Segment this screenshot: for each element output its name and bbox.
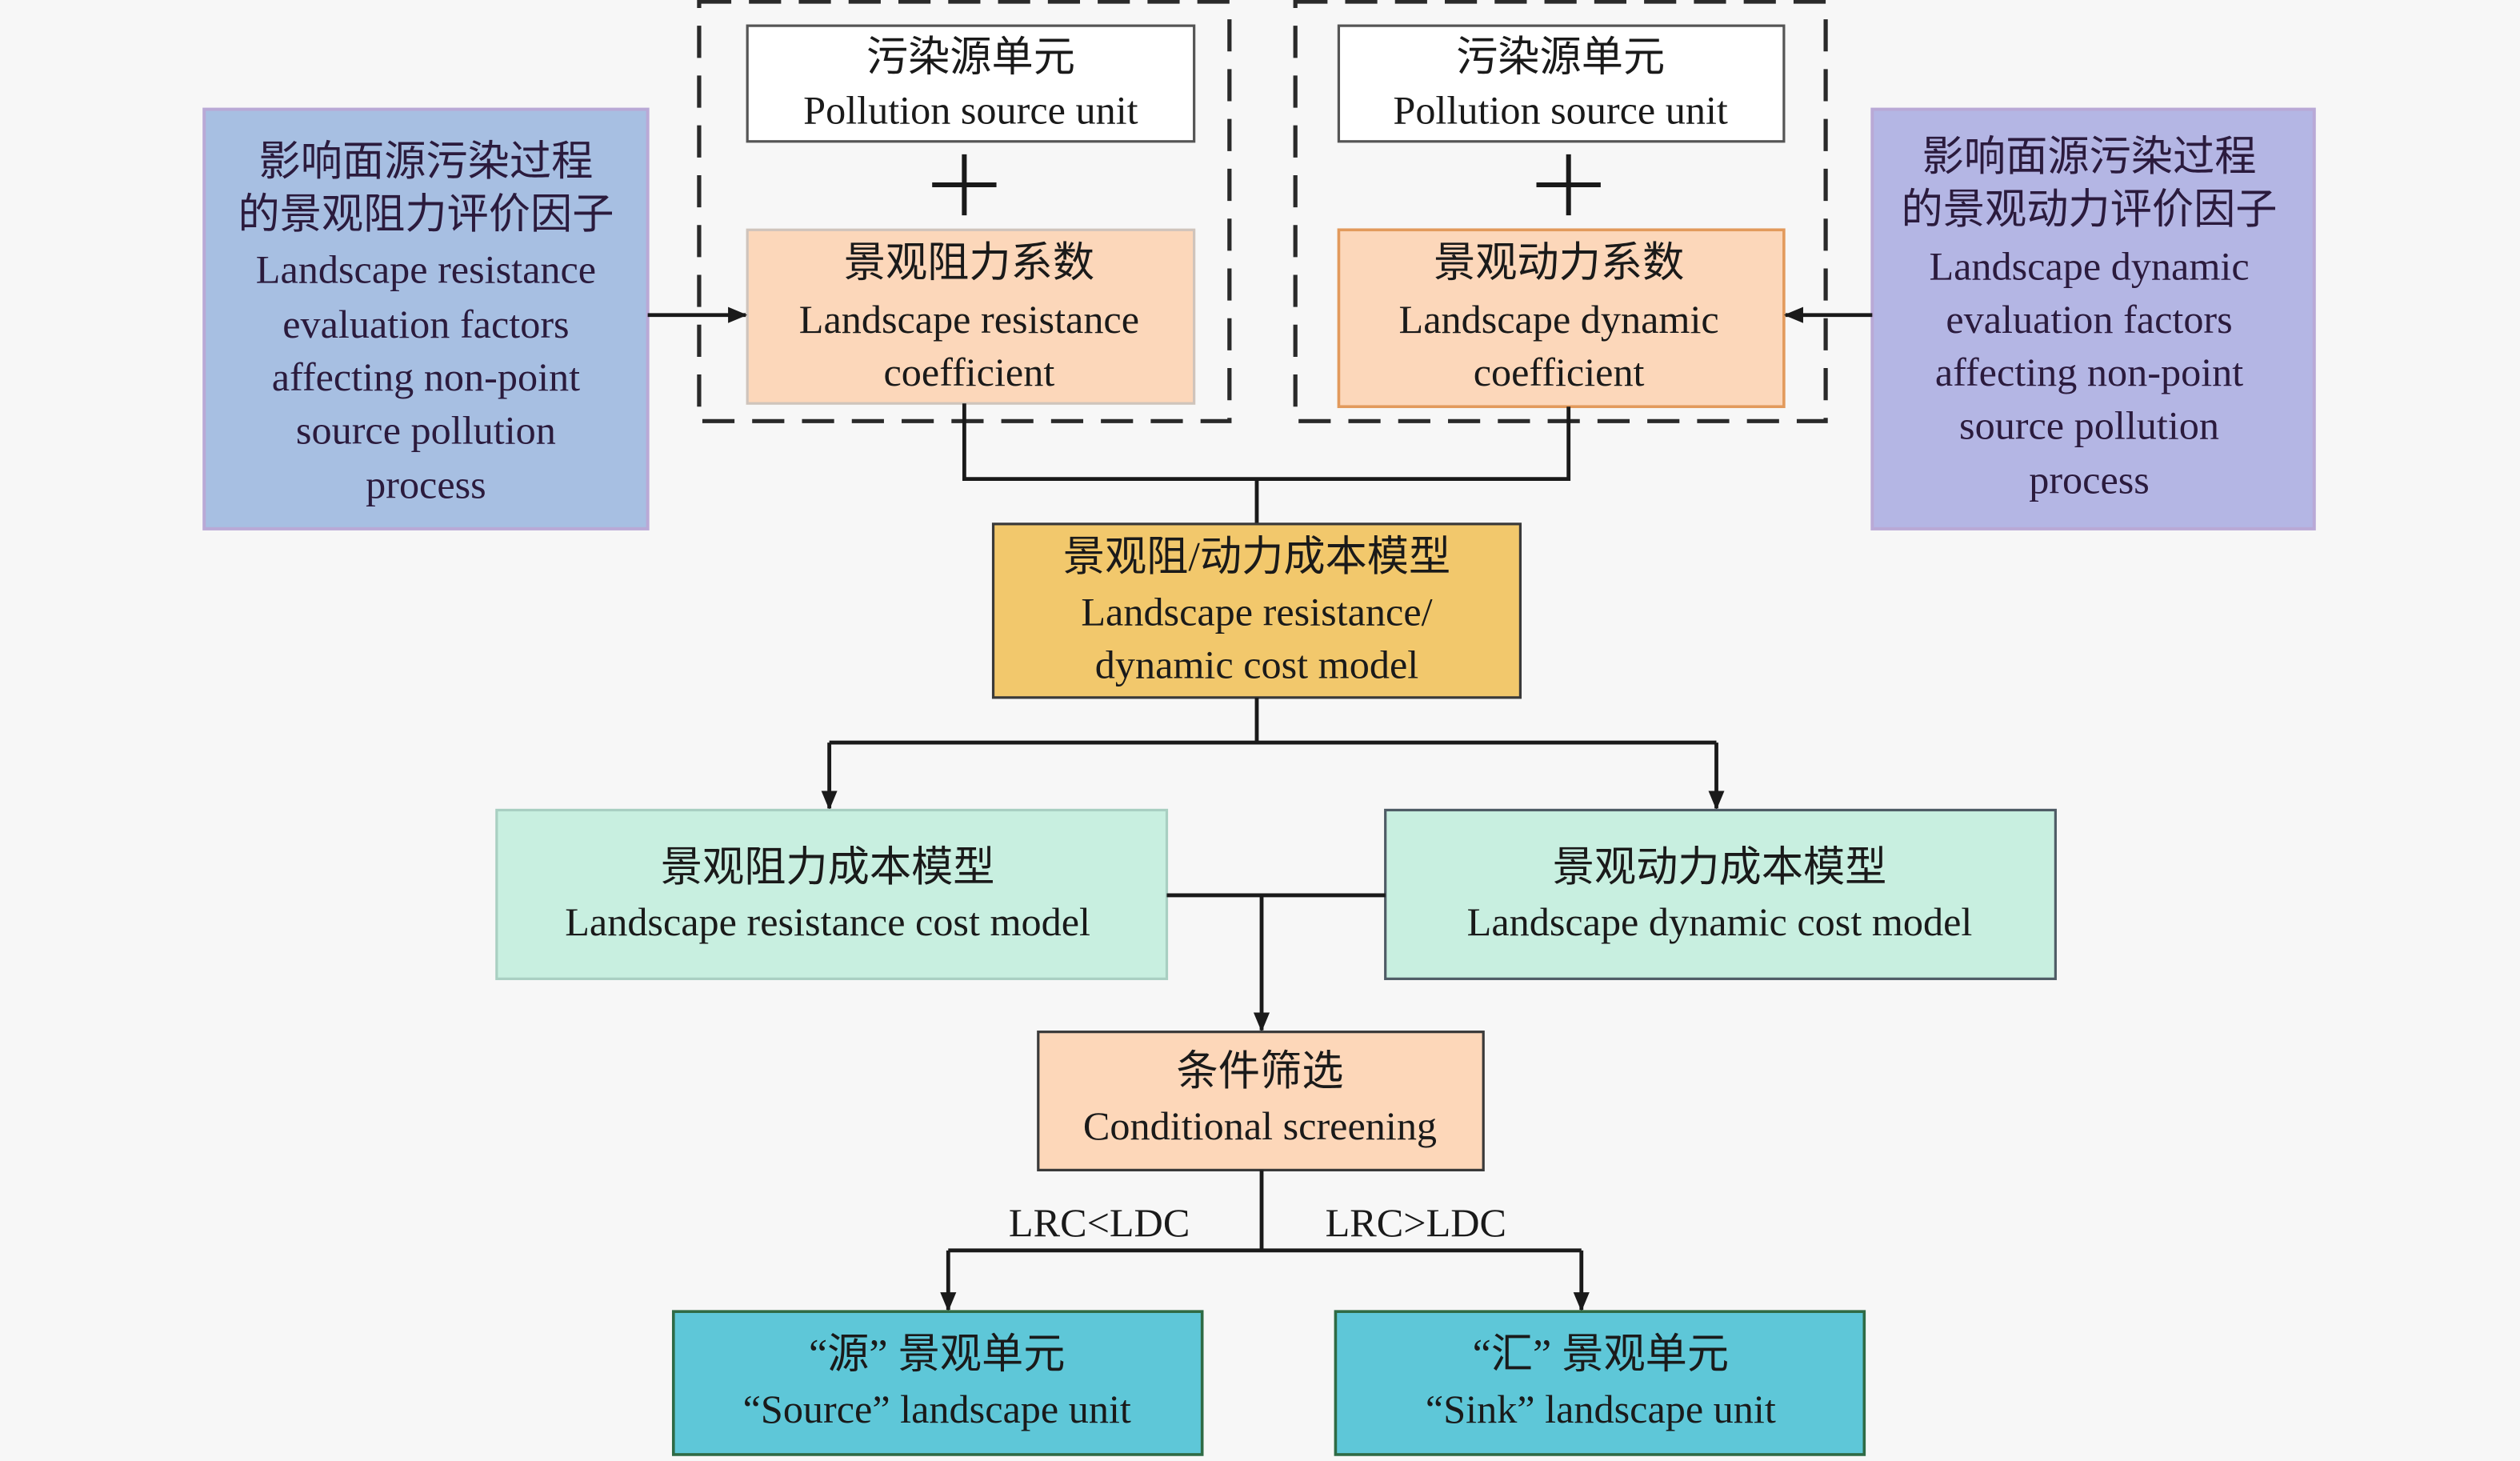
resistance-cost-model-bg	[495, 808, 1169, 980]
sink-unit-bg	[1334, 1310, 1866, 1456]
conditional-screening-zh: 条件筛选	[1177, 1048, 1344, 1095]
sink-unit-box: “汇” 景观单元 “Sink” landscape unit	[1334, 1310, 1866, 1456]
dynamic-factors-line-2: 的景观动力评价因子	[1902, 186, 2278, 233]
condition-label-right: LRC>LDC	[1326, 1200, 1506, 1245]
dynamic-factors-line-3: Landscape dynamic	[1929, 244, 2249, 289]
resistance-factors-box-bg	[202, 107, 650, 530]
dynamic-factors-line-4: evaluation factors	[1946, 297, 2232, 342]
dynamic-cost-model-bg	[1384, 808, 2057, 980]
condition-label-left: LRC<LDC	[1009, 1200, 1190, 1245]
resistance-factors-line-6: source pollution	[296, 407, 556, 452]
resistance-factors-line-4: evaluation factors	[282, 302, 569, 346]
resistance-coefficient-zh: 景观阻力系数	[844, 240, 1094, 286]
pollution-source-left-box: 污染源单元 Pollution source unit	[746, 24, 1196, 143]
dynamic-coefficient-box: 景观动力系数 Landscape dynamic coefficient	[1337, 228, 1786, 409]
right-dashed-group	[1293, 0, 1828, 423]
resistance-factors-line-7: process	[366, 462, 486, 507]
resistance-cost-model-zh: 景观阻力成本模型	[661, 844, 995, 891]
dynamic-cost-model-zh: 景观动力成本模型	[1553, 844, 1887, 891]
dynamic-coefficient-zh: 景观动力系数	[1434, 240, 1684, 286]
cost-model-en-1: Landscape resistance/	[1081, 589, 1432, 634]
dynamic-coefficient-en-1: Landscape dynamic	[1399, 297, 1719, 342]
source-unit-bg	[671, 1310, 1204, 1456]
pollution-source-left-zh: 污染源单元	[866, 34, 1075, 80]
dynamic-factors-line-1: 影响面源污染过程	[1922, 134, 2257, 180]
dynamic-factors-line-7: process	[2029, 458, 2150, 502]
pollution-source-right-box: 污染源单元 Pollution source unit	[1337, 24, 1786, 143]
sink-unit-en: “Sink” landscape unit	[1426, 1387, 1776, 1431]
cost-model-zh: 景观阻/动力成本模型	[1063, 534, 1450, 580]
conditional-screening-en: Conditional screening	[1083, 1103, 1437, 1148]
resistance-coefficient-en-2: coefficient	[884, 350, 1055, 394]
pollution-source-right-zh: 污染源单元	[1456, 34, 1665, 80]
conditional-screening-box: 条件筛选 Conditional screening	[1037, 1031, 1485, 1172]
dynamic-coefficient-en-2: coefficient	[1474, 350, 1645, 394]
pollution-source-right-bg	[1337, 24, 1786, 143]
resistance-cost-model-box: 景观阻力成本模型 Landscape resistance cost model	[495, 808, 1169, 980]
connector-coefficients-merge	[962, 403, 1571, 482]
resistance-cost-model-en: Landscape resistance cost model	[565, 899, 1090, 944]
plus-icon	[1536, 154, 1601, 216]
resistance-factors-line-3: Landscape resistance	[256, 247, 596, 292]
resistance-factors-line-2: 的景观阻力评价因子	[238, 191, 614, 238]
dynamic-factors-line-5: affecting non-point	[1935, 350, 2243, 394]
pollution-source-left-bg	[746, 24, 1196, 143]
source-unit-zh: “源” 景观单元	[809, 1331, 1066, 1377]
plus-icon	[932, 154, 997, 216]
resistance-coefficient-box: 景观阻力系数 Landscape resistance coefficient	[746, 228, 1196, 405]
pollution-source-right-en: Pollution source unit	[1393, 88, 1728, 133]
cost-model-en-2: dynamic cost model	[1095, 642, 1418, 687]
resistance-factors-line-1: 影响面源污染过程	[259, 138, 594, 185]
cost-model-bg	[991, 522, 1522, 699]
dynamic-cost-model-en: Landscape dynamic cost model	[1467, 899, 1973, 944]
cost-model-box: 景观阻/动力成本模型 Landscape resistance/ dynamic…	[991, 522, 1522, 699]
dynamic-factors-box: 影响面源污染过程 的景观动力评价因子 Landscape dynamic eva…	[1870, 107, 2316, 530]
resistance-factors-box: 影响面源污染过程 的景观阻力评价因子 Landscape resistance …	[202, 107, 650, 530]
connector-screening-split	[948, 1170, 1582, 1253]
dynamic-factors-box-bg	[1870, 107, 2316, 530]
source-unit-en: “Source” landscape unit	[743, 1387, 1131, 1431]
source-unit-box: “源” 景观单元 “Source” landscape unit	[671, 1310, 1204, 1456]
resistance-coefficient-en-1: Landscape resistance	[799, 297, 1139, 342]
dynamic-cost-model-box: 景观动力成本模型 Landscape dynamic cost model	[1384, 808, 2057, 980]
pollution-source-left-en: Pollution source unit	[803, 88, 1138, 133]
resistance-factors-line-5: affecting non-point	[272, 354, 580, 399]
resistance-coefficient-bg	[746, 228, 1196, 405]
connector-cost-model-split	[829, 697, 1717, 745]
sink-unit-zh: “汇” 景观单元	[1473, 1331, 1730, 1377]
dynamic-factors-line-6: source pollution	[1959, 402, 2219, 447]
